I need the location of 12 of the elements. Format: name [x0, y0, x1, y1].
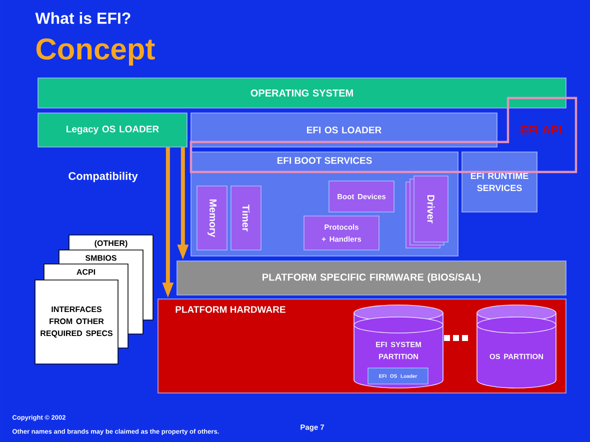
layer-bar: OPERATING SYSTEM — [38, 78, 566, 108]
title: Concept — [36, 38, 155, 66]
layer-bar: Legacy OS LOADER — [38, 112, 188, 148]
slide-heading: What is EFI? — [35, 12, 130, 24]
service-box: Memory — [196, 186, 228, 250]
side-label: Compatibility — [68, 172, 138, 182]
driver-stack: Driver — [406, 176, 448, 248]
services-panel: EFI RUNTIME SERVICES — [462, 152, 538, 212]
spec-page: INTERFACES FROM OTHER REQUIRED SPECS — [34, 280, 118, 364]
service-box: Timer — [230, 186, 262, 250]
layer-bar: EFI OS LOADER — [190, 112, 498, 148]
layer-bar: PLATFORM SPECIFIC FIRMWARE (BIOS/SAL) — [176, 260, 566, 296]
